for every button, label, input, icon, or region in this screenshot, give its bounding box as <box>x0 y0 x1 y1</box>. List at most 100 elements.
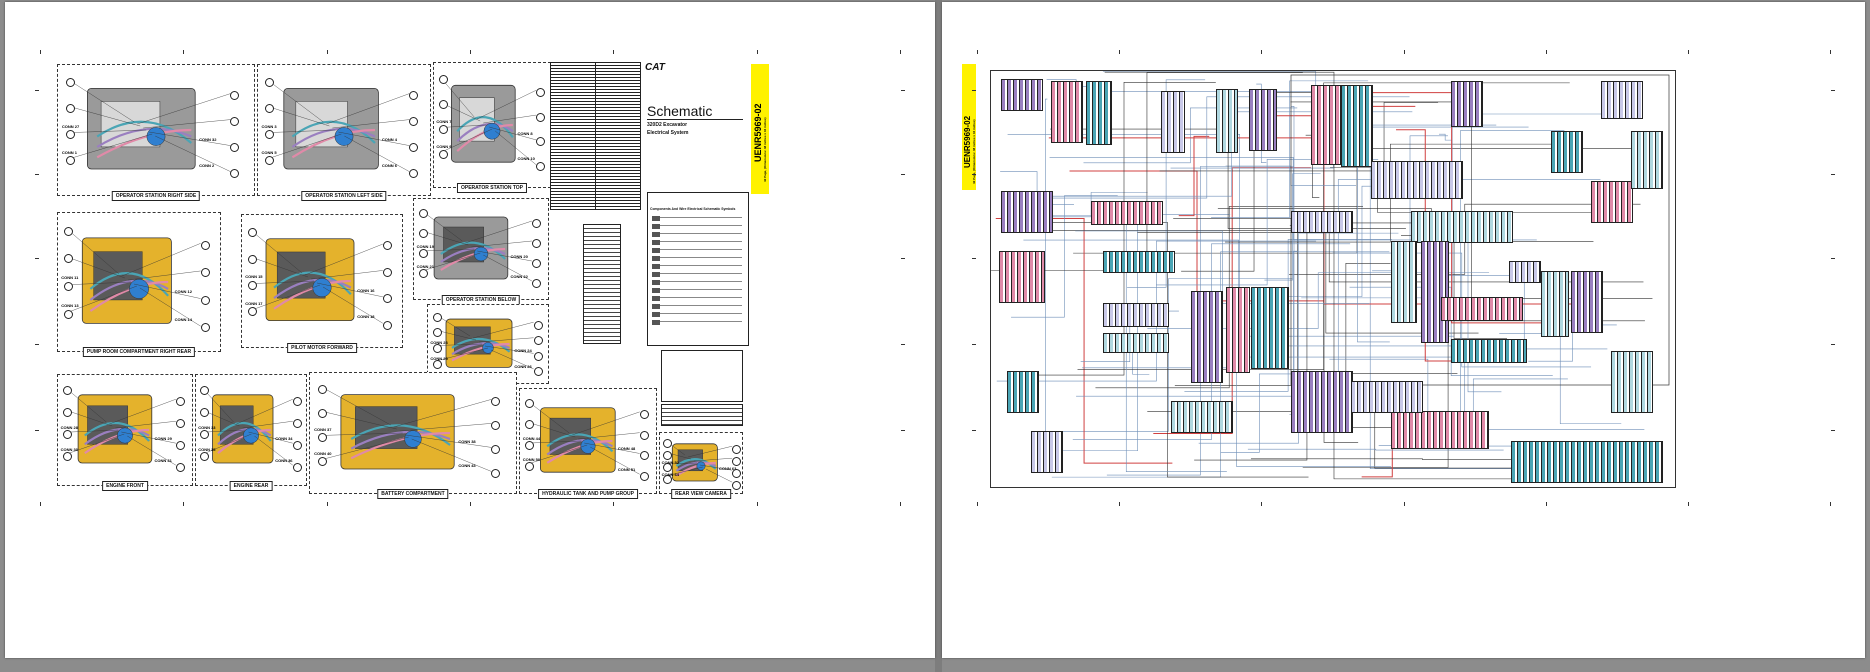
callout-marker <box>732 457 742 466</box>
registration-tick <box>901 258 905 259</box>
connector-label: CONN 1 <box>61 149 78 155</box>
legend-symbol-icon <box>652 280 660 285</box>
schematic-component <box>1411 211 1513 243</box>
connector-label: CONN 64 <box>661 472 679 477</box>
page-separator <box>935 0 942 672</box>
callout-marker <box>491 397 501 406</box>
wire-harness <box>350 430 451 450</box>
leader-line <box>202 433 252 455</box>
wire <box>1181 92 1327 272</box>
leader-line <box>65 388 107 423</box>
callout-marker <box>230 117 240 126</box>
registration-tick <box>1119 50 1121 54</box>
callout-marker <box>292 463 302 472</box>
wire-harness <box>291 120 376 144</box>
connector-label: CONN 37 <box>314 427 332 432</box>
connector-label: CONN 38 <box>458 439 476 444</box>
callout-marker <box>64 282 74 291</box>
leader-line <box>578 432 640 440</box>
callout-marker <box>663 463 673 472</box>
callout-marker <box>409 143 419 152</box>
schematic-component <box>1007 371 1039 413</box>
callout-marker <box>536 87 546 97</box>
wire <box>1044 278 1293 432</box>
leader-line <box>495 130 537 165</box>
wire <box>1137 232 1458 374</box>
legend-symbol-icon <box>652 232 660 237</box>
schematic-component <box>1001 79 1043 111</box>
callout-marker <box>230 91 240 100</box>
wire <box>1007 134 1472 358</box>
schematic-component <box>1249 89 1277 151</box>
registration-tick <box>1831 344 1835 345</box>
legend-row <box>652 296 742 301</box>
legend-row <box>652 216 742 221</box>
leader-line <box>422 248 475 252</box>
leader-line <box>528 401 570 434</box>
leader-line <box>139 287 201 327</box>
callout-marker <box>64 226 74 236</box>
connector-label: CONN 50 <box>522 456 541 462</box>
callout-marker <box>438 149 448 159</box>
component <box>580 438 596 454</box>
connector-label: CONN 21 <box>416 264 435 269</box>
leader-line <box>465 220 532 244</box>
leader-line <box>322 286 383 324</box>
leader-line <box>344 135 410 172</box>
wire-harness <box>96 128 192 159</box>
connector-label: CONN 40 <box>314 451 332 456</box>
leader-line <box>251 230 303 274</box>
connector-label: CONN 5 <box>261 149 277 155</box>
wire <box>1011 195 1118 318</box>
wire <box>1127 79 1206 288</box>
leader-line <box>584 442 640 454</box>
schematic-component <box>1171 401 1233 433</box>
leader-line <box>393 399 492 428</box>
leader-line <box>304 243 383 276</box>
legend-row <box>652 224 742 229</box>
wire <box>1302 241 1594 468</box>
callout-marker <box>264 104 274 113</box>
schematic-component <box>1216 89 1238 153</box>
legend-symbol-icon <box>652 224 660 229</box>
wire-harness <box>291 128 375 159</box>
wire <box>1247 448 1504 451</box>
cat-logo: CAT <box>645 62 665 73</box>
view-illustration <box>251 230 383 324</box>
connector-label: CONN 12 <box>174 288 192 294</box>
leader-line <box>590 446 640 475</box>
leader-line <box>477 90 537 120</box>
callout-marker <box>432 344 442 353</box>
callout-marker <box>292 419 302 428</box>
callout-marker <box>175 397 185 406</box>
view-caption: ENGINE REAR <box>229 481 273 491</box>
callout-marker <box>382 320 392 330</box>
wire-harness <box>350 424 451 446</box>
connector-label: CONN 63 <box>719 466 737 471</box>
connector-label: CONN 10 <box>517 156 535 161</box>
schematic-component <box>1391 411 1489 449</box>
schematic-component <box>1031 431 1063 473</box>
wire <box>1045 214 1231 452</box>
leader-line <box>65 433 125 455</box>
connector-table <box>550 62 596 210</box>
connector-table <box>595 62 641 210</box>
leader-line <box>121 431 176 444</box>
component <box>473 246 489 262</box>
registration-tick <box>1261 502 1263 506</box>
registration-tick <box>35 90 39 91</box>
leader-line <box>242 421 293 429</box>
wire <box>1104 71 1564 480</box>
registration-tick <box>183 50 185 54</box>
connector-label: CONN 28 <box>60 424 79 430</box>
registration-tick <box>1545 502 1547 506</box>
connector-label: CONN 34 <box>275 435 293 441</box>
connector-label: CONN 16 <box>357 287 375 293</box>
wire-harness <box>675 461 717 472</box>
leader-line <box>471 240 532 248</box>
registration-tick <box>326 502 328 506</box>
callout-marker <box>292 397 302 406</box>
connector-label: CONN 13 <box>61 302 79 308</box>
